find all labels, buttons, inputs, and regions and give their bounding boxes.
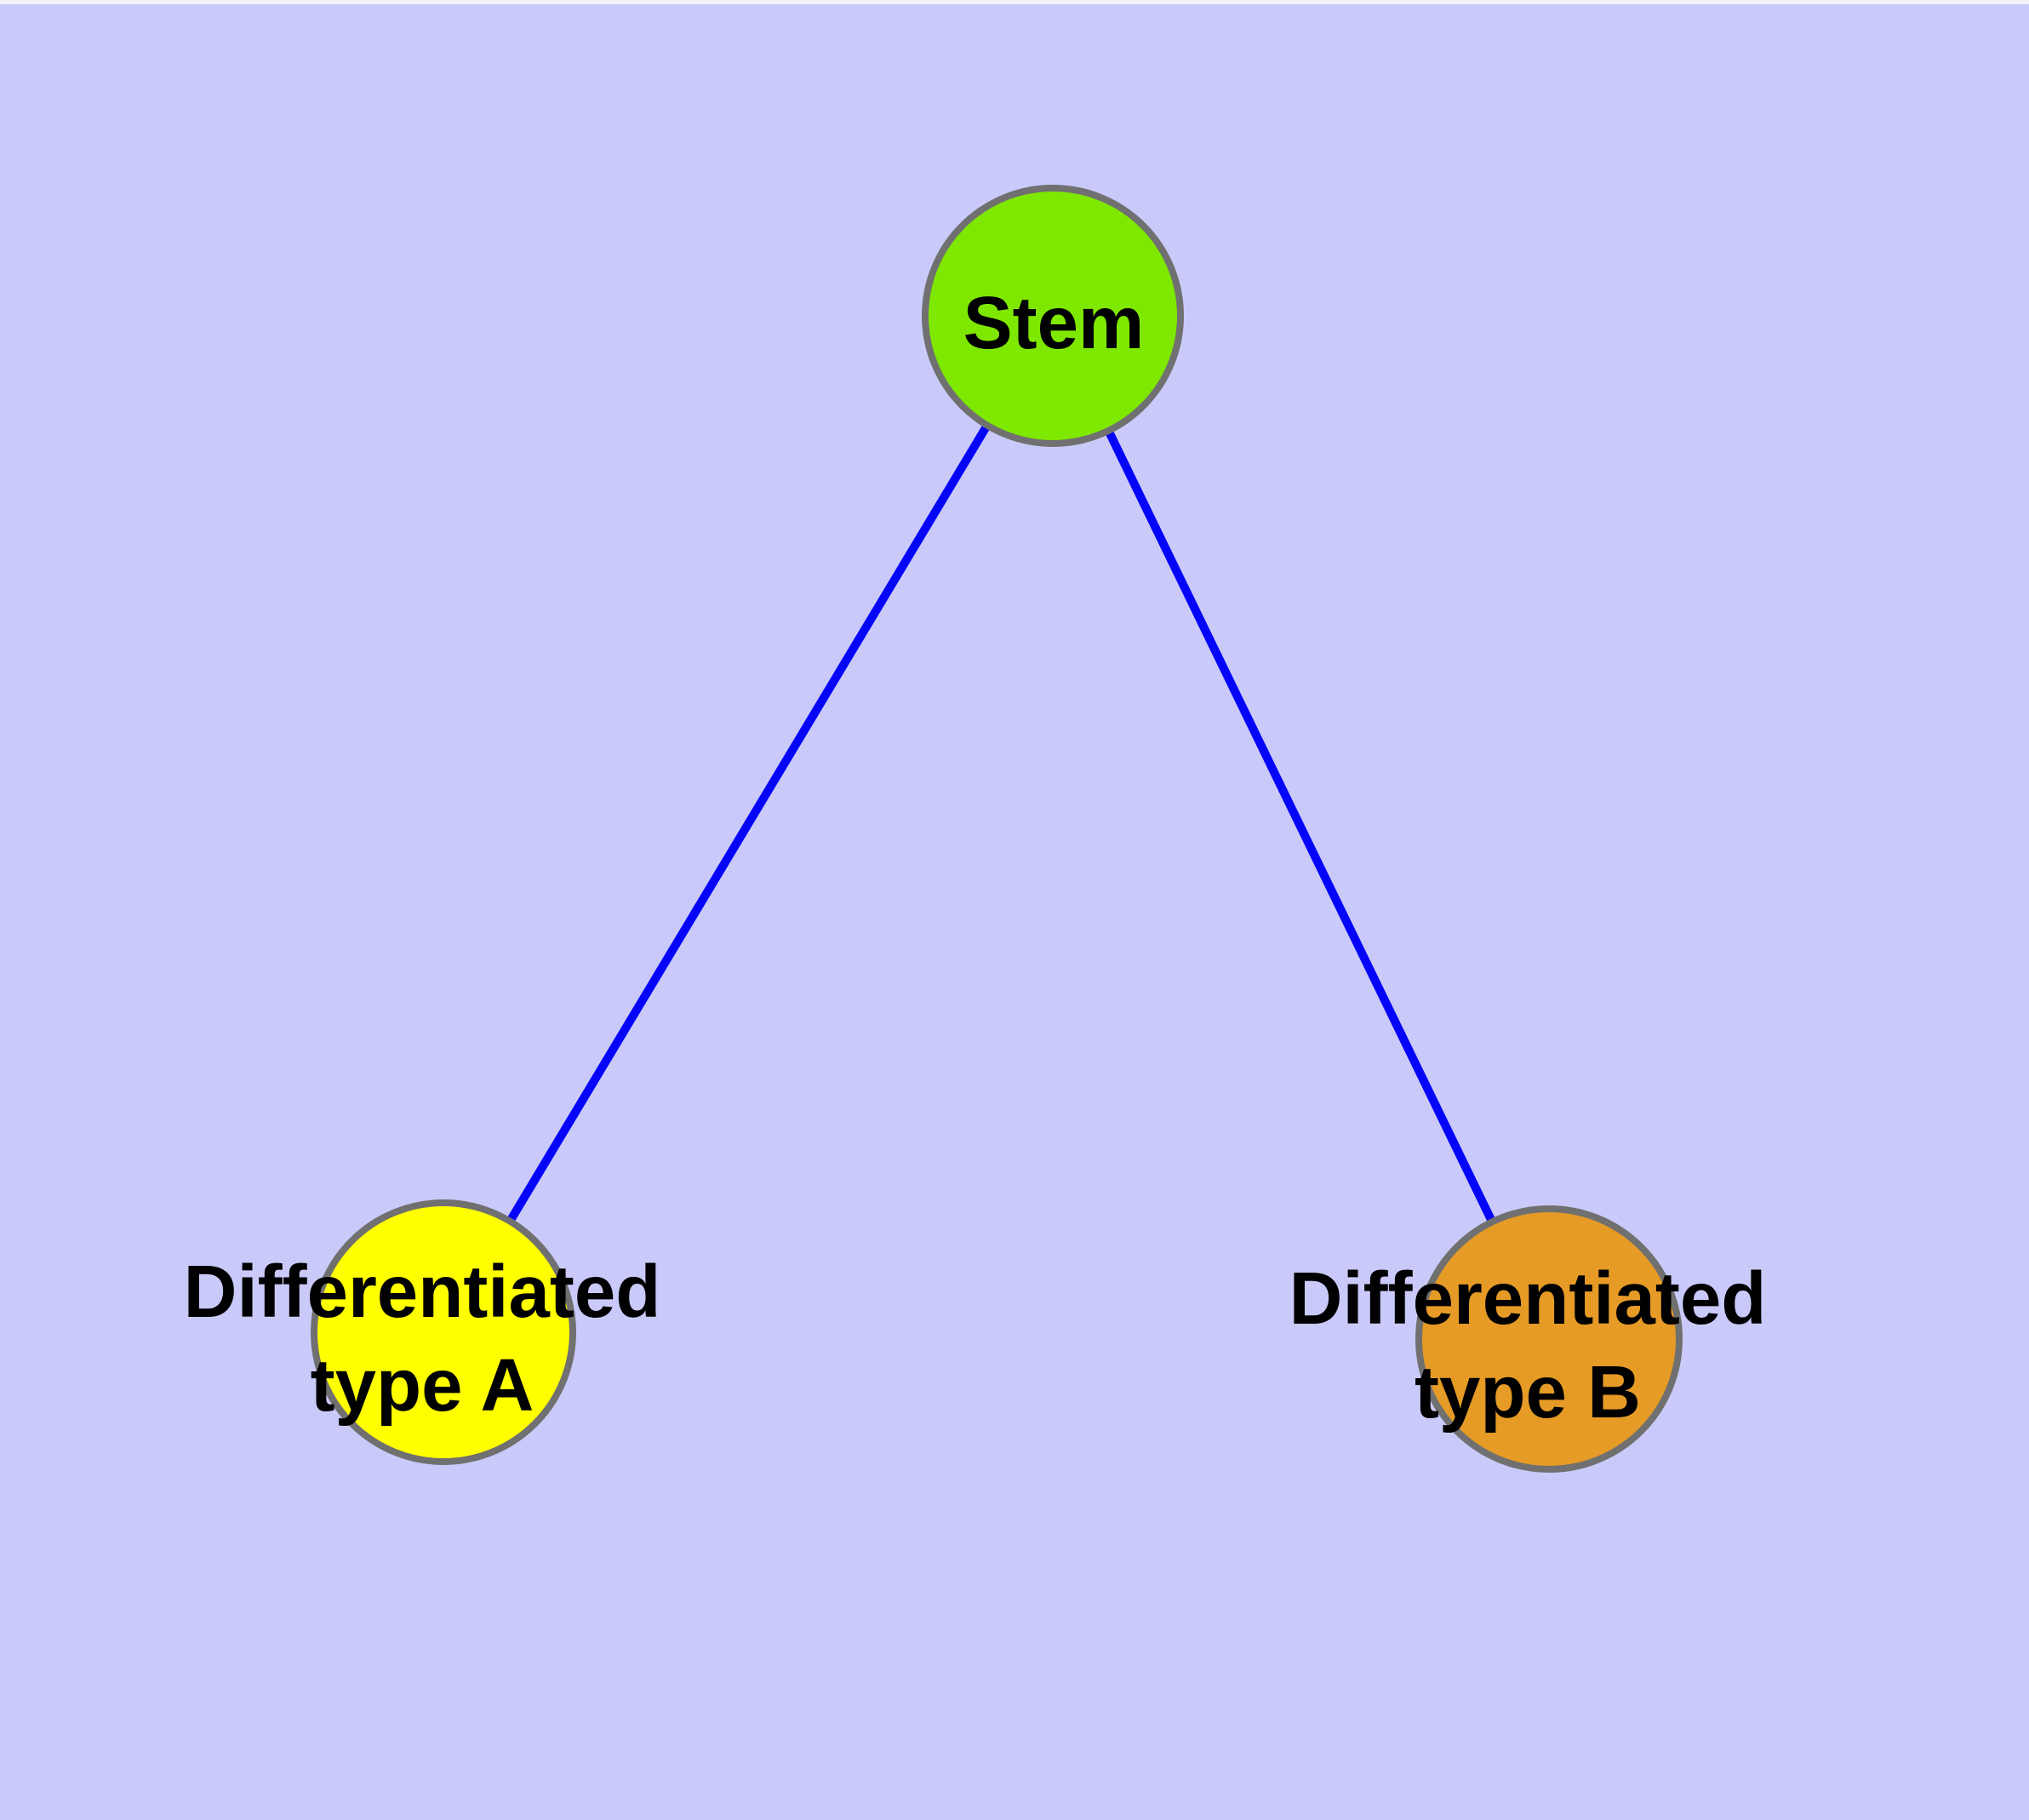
stem-node-label: Stem bbox=[963, 282, 1145, 364]
node-stem: Stem bbox=[922, 185, 1184, 447]
top-edge-highlight bbox=[0, 0, 2029, 4]
type-b-node-label-line2: type B bbox=[1415, 1351, 1641, 1434]
type-a-node-label-line2: type A bbox=[311, 1344, 534, 1427]
type-a-node-circle bbox=[311, 1199, 576, 1465]
type-b-node-label-line1: Differentiated bbox=[1289, 1257, 1767, 1340]
stem-node-circle bbox=[922, 185, 1184, 447]
type-b-node-circle bbox=[1415, 1205, 1683, 1473]
type-a-node-label-line1: Differentiated bbox=[184, 1251, 661, 1333]
edge-stem-to-type-b bbox=[1049, 313, 1553, 1342]
node-differentiated-type-b: Differentiated type B bbox=[1289, 1205, 1767, 1473]
edge-stem-to-type-a bbox=[439, 313, 1057, 1335]
node-differentiated-type-a: Differentiated type A bbox=[184, 1199, 661, 1465]
